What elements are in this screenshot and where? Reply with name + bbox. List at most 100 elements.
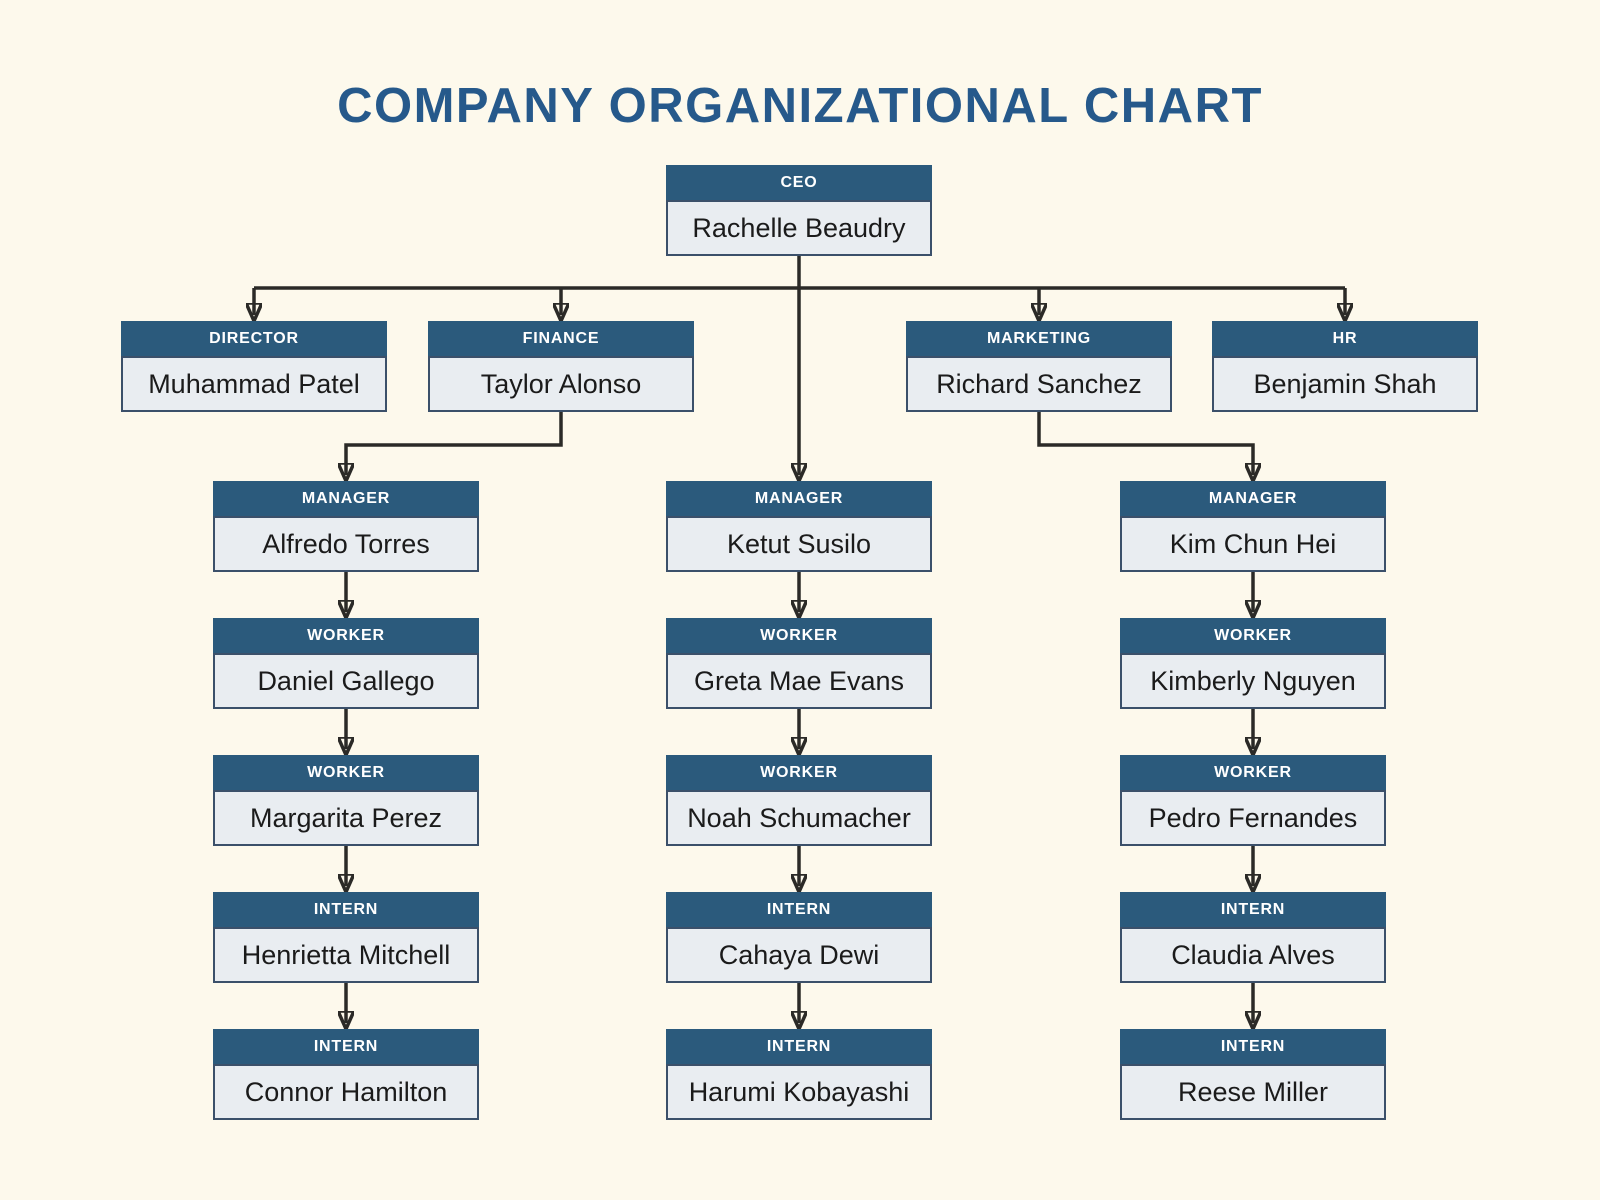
role-header: CEO xyxy=(666,165,932,200)
role-label: WORKER xyxy=(760,626,838,644)
person-name: Taylor Alonso xyxy=(480,368,642,399)
role-label: FINANCE xyxy=(522,329,600,347)
connector-trunk xyxy=(254,256,1345,290)
role-header: MANAGER xyxy=(213,481,479,516)
role-header: WORKER xyxy=(666,618,932,653)
role-label: INTERN xyxy=(313,900,379,918)
org-box-greta-mae-evans: WORKER Greta Mae Evans xyxy=(666,618,932,709)
name-body: Daniel Gallego xyxy=(213,653,479,709)
role-label: MANAGER xyxy=(1208,489,1298,507)
name-body: Connor Hamilton xyxy=(213,1064,479,1120)
person-name: Margarita Perez xyxy=(249,802,443,833)
name-body: Alfredo Torres xyxy=(213,516,479,572)
name-body: Harumi Kobayashi xyxy=(666,1064,932,1120)
name-body: Cahaya Dewi xyxy=(666,927,932,983)
role-label: MARKETING xyxy=(986,329,1092,347)
org-box-reese-miller: INTERN Reese Miller xyxy=(1120,1029,1386,1120)
person-name: Rachelle Beaudry xyxy=(692,212,906,243)
name-body: Benjamin Shah xyxy=(1212,356,1478,412)
person-name: Harumi Kobayashi xyxy=(688,1076,910,1107)
person-name: Daniel Gallego xyxy=(257,665,435,696)
name-body: Muhammad Patel xyxy=(121,356,387,412)
role-header: WORKER xyxy=(213,618,479,653)
role-label: HR xyxy=(1332,329,1358,347)
org-box-noah-schumacher: WORKER Noah Schumacher xyxy=(666,755,932,846)
role-label: WORKER xyxy=(307,763,385,781)
person-name: Reese Miller xyxy=(1177,1076,1329,1107)
person-name: Noah Schumacher xyxy=(687,802,911,833)
role-header: WORKER xyxy=(1120,618,1386,653)
role-header: MARKETING xyxy=(906,321,1172,356)
name-body: Pedro Fernandes xyxy=(1120,790,1386,846)
org-box-kimberly-nguyen: WORKER Kimberly Nguyen xyxy=(1120,618,1386,709)
org-box-henrietta-mitchell: INTERN Henrietta Mitchell xyxy=(213,892,479,983)
role-header: INTERN xyxy=(213,892,479,927)
role-label: MANAGER xyxy=(301,489,391,507)
org-box-benjamin-shah: HR Benjamin Shah xyxy=(1212,321,1478,412)
name-body: Margarita Perez xyxy=(213,790,479,846)
name-body: Noah Schumacher xyxy=(666,790,932,846)
org-box-ketut-susilo: MANAGER Ketut Susilo xyxy=(666,481,932,572)
name-body: Rachelle Beaudry xyxy=(666,200,932,256)
role-header: MANAGER xyxy=(1120,481,1386,516)
role-header: INTERN xyxy=(666,892,932,927)
name-body: Kim Chun Hei xyxy=(1120,516,1386,572)
name-body: Reese Miller xyxy=(1120,1064,1386,1120)
role-header: INTERN xyxy=(1120,892,1386,927)
role-label: CEO xyxy=(780,173,818,191)
role-header: WORKER xyxy=(666,755,932,790)
org-box-alfredo-torres: MANAGER Alfredo Torres xyxy=(213,481,479,572)
person-name: Cahaya Dewi xyxy=(718,939,880,970)
org-box-taylor-alonso: FINANCE Taylor Alonso xyxy=(428,321,694,412)
org-box-claudia-alves: INTERN Claudia Alves xyxy=(1120,892,1386,983)
role-header: FINANCE xyxy=(428,321,694,356)
role-label: WORKER xyxy=(760,763,838,781)
org-box-kim-chun-hei: MANAGER Kim Chun Hei xyxy=(1120,481,1386,572)
org-box-harumi-kobayashi: INTERN Harumi Kobayashi xyxy=(666,1029,932,1120)
role-header: INTERN xyxy=(1120,1029,1386,1064)
role-label: DIRECTOR xyxy=(209,329,299,347)
org-box-cahaya-dewi: INTERN Cahaya Dewi xyxy=(666,892,932,983)
role-label: WORKER xyxy=(307,626,385,644)
name-body: Claudia Alves xyxy=(1120,927,1386,983)
person-name: Connor Hamilton xyxy=(244,1076,448,1107)
org-box-connor-hamilton: INTERN Connor Hamilton xyxy=(213,1029,479,1120)
org-box-pedro-fernandes: WORKER Pedro Fernandes xyxy=(1120,755,1386,846)
person-name: Kimberly Nguyen xyxy=(1150,665,1356,696)
role-header: HR xyxy=(1212,321,1478,356)
person-name: Benjamin Shah xyxy=(1253,368,1437,399)
role-header: MANAGER xyxy=(666,481,932,516)
connector-arrows xyxy=(254,288,1345,1023)
role-header: INTERN xyxy=(213,1029,479,1064)
role-label: INTERN xyxy=(1220,900,1286,918)
role-label: MANAGER xyxy=(754,489,844,507)
person-name: Ketut Susilo xyxy=(726,528,872,559)
name-body: Henrietta Mitchell xyxy=(213,927,479,983)
person-name: Henrietta Mitchell xyxy=(241,939,451,970)
role-header: INTERN xyxy=(666,1029,932,1064)
org-box-muhammad-patel: DIRECTOR Muhammad Patel xyxy=(121,321,387,412)
org-box-daniel-gallego: WORKER Daniel Gallego xyxy=(213,618,479,709)
person-name: Claudia Alves xyxy=(1171,939,1335,970)
role-header: DIRECTOR xyxy=(121,321,387,356)
name-body: Richard Sanchez xyxy=(906,356,1172,412)
org-box-richard-sanchez: MARKETING Richard Sanchez xyxy=(906,321,1172,412)
person-name: Greta Mae Evans xyxy=(693,665,905,696)
role-label: WORKER xyxy=(1214,626,1292,644)
org-box-margarita-perez: WORKER Margarita Perez xyxy=(213,755,479,846)
org-box-rachelle-beaudry: CEO Rachelle Beaudry xyxy=(666,165,932,256)
role-header: WORKER xyxy=(213,755,479,790)
person-name: Alfredo Torres xyxy=(262,528,430,559)
person-name: Pedro Fernandes xyxy=(1148,802,1358,833)
role-label: INTERN xyxy=(1220,1037,1286,1055)
role-header: WORKER xyxy=(1120,755,1386,790)
name-body: Kimberly Nguyen xyxy=(1120,653,1386,709)
page-title: COMPANY ORGANIZATIONAL CHART xyxy=(337,79,1263,133)
person-name: Muhammad Patel xyxy=(148,368,360,399)
name-body: Greta Mae Evans xyxy=(666,653,932,709)
role-label: WORKER xyxy=(1214,763,1292,781)
role-label: INTERN xyxy=(766,900,832,918)
role-label: INTERN xyxy=(313,1037,379,1055)
